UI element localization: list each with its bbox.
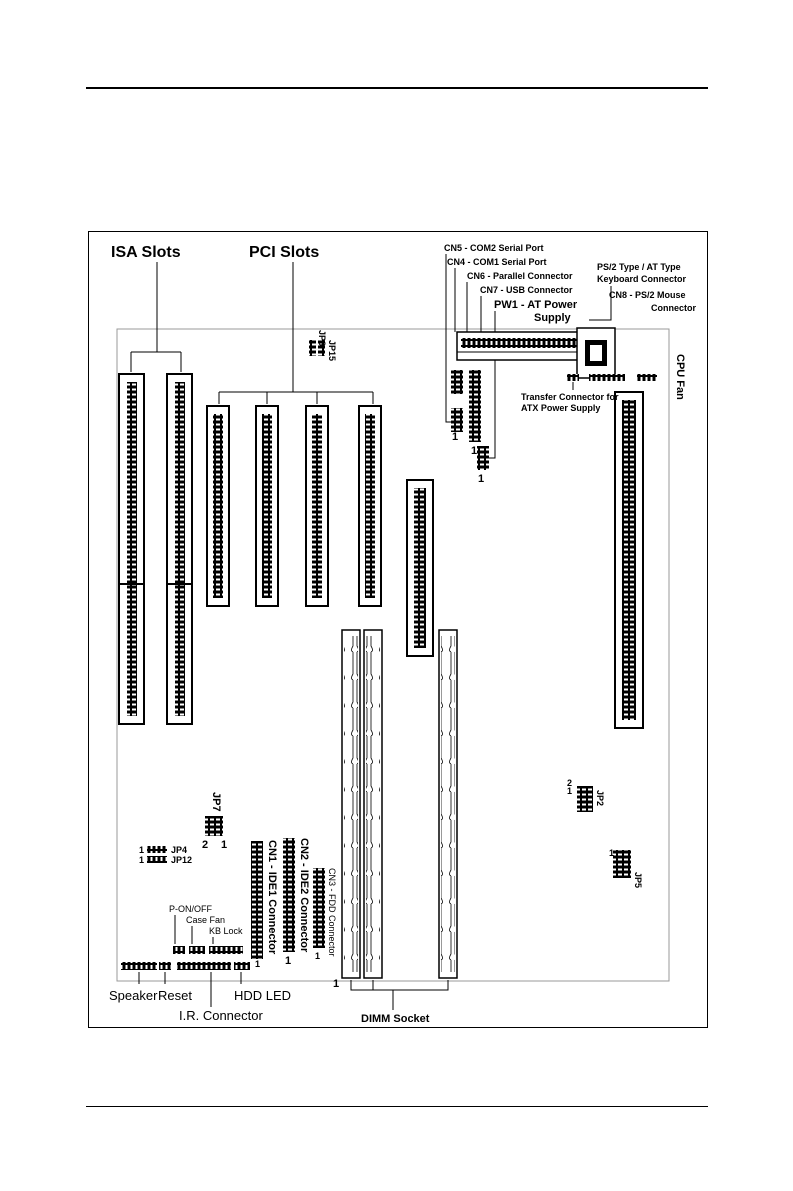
- header-rule: [86, 87, 708, 89]
- dimm-socket: [363, 629, 383, 979]
- transfer-connector: [589, 374, 625, 381]
- kb-lock-header: [209, 946, 243, 954]
- pci-slot: [358, 405, 382, 607]
- jp4-jumper: [147, 846, 167, 853]
- pin-1-label: 1: [285, 955, 291, 967]
- pin-1-label: 1: [478, 473, 484, 485]
- hdd-led-label: HDD LED: [234, 988, 291, 1003]
- cn1-label: CN1 - IDE1 Connector: [266, 840, 278, 955]
- cn6-label: CN6 - Parallel Connector: [467, 271, 573, 281]
- pin-1-label: 1: [471, 445, 477, 457]
- jp2-label: JP2: [595, 790, 605, 806]
- hdd-led-header: [234, 962, 250, 970]
- p-on-off-label: P-ON/OFF: [169, 904, 212, 914]
- dimm-socket: [438, 629, 458, 979]
- transfer-label-line1: Transfer Connector for: [521, 392, 619, 402]
- pin-1-label: 1: [567, 786, 572, 796]
- jp12-label: JP12: [171, 855, 192, 865]
- case-fan-label: Case Fan: [186, 915, 225, 925]
- pin-1-label: 1: [609, 848, 614, 858]
- board-outline: [116, 328, 670, 982]
- jp8-label: JP8: [317, 330, 327, 346]
- jp5-label: JP5: [633, 872, 643, 888]
- agp-slot: [406, 479, 434, 657]
- speaker-label: Speaker: [109, 988, 158, 1003]
- isa-slot: [166, 373, 193, 725]
- pci-slot: [255, 405, 279, 607]
- cn6-header: [469, 370, 481, 442]
- pin-2-label: 2: [567, 778, 572, 788]
- case-fan-header: [189, 946, 205, 954]
- ir-connector-label: I.R. Connector: [179, 1008, 263, 1023]
- ps2-label-line1: PS/2 Type / AT Type: [597, 262, 681, 272]
- cpu-fan-header: [637, 374, 657, 381]
- jp12-jumper: [147, 856, 167, 863]
- jp15-jumper: [309, 340, 316, 356]
- jp5-jumper: [613, 850, 631, 878]
- jp8-jumper: [318, 340, 325, 356]
- kb-lock-label: KB Lock: [209, 926, 243, 936]
- jp4-label: JP4: [171, 845, 187, 855]
- ir-connector-header: [177, 962, 231, 970]
- pin-1-label: 1: [139, 855, 144, 865]
- jp7-jumper: [205, 816, 223, 836]
- dimm-socket-label: DIMM Socket: [361, 1013, 430, 1025]
- cn2-ide2-header: [283, 838, 295, 952]
- cn3-label: CN3 - FDD Connector: [327, 868, 337, 957]
- motherboard-layout-diagram: ISA Slots PCI Slots 1 DIMM Socket CN5 - …: [88, 231, 708, 1028]
- jp2-jumper: [577, 786, 593, 812]
- transfer-label-line2: ATX Power Supply: [521, 403, 600, 413]
- speaker-header: [121, 962, 157, 970]
- cn4-label: CN4 - COM1 Serial Port: [447, 257, 547, 267]
- pin-1-label: 1: [333, 978, 339, 990]
- ps2-label-line2: Keyboard Connector: [597, 274, 687, 284]
- pci-slot: [206, 405, 230, 607]
- cn1-ide1-header: [251, 841, 263, 959]
- cpu-slot: [614, 391, 644, 729]
- pin-1-label: 1: [139, 845, 144, 855]
- pw1-label-line2: Supply: [534, 312, 572, 324]
- cn2-label: CN2 - IDE2 Connector: [298, 838, 310, 953]
- cn5-header: [451, 370, 463, 394]
- isa-slot: [118, 373, 145, 725]
- p-on-off-header: [173, 946, 185, 954]
- pin-1-label: 1: [315, 951, 320, 961]
- dimm-socket: [341, 629, 361, 979]
- cn7-label: CN7 - USB Connector: [480, 285, 573, 295]
- isa-slots-label: ISA Slots: [111, 244, 181, 261]
- pci-slots-label: PCI Slots: [249, 244, 319, 261]
- pw1-power-connector: [456, 331, 582, 361]
- cpu-fan-label: CPU Fan: [674, 354, 686, 400]
- pci-slot: [305, 405, 329, 607]
- cn8-label-line1: CN8 - PS/2 Mouse: [609, 290, 686, 300]
- keyboard-mouse-connector: [576, 327, 616, 379]
- reset-header: [159, 962, 171, 970]
- cn8-label-line2: Connector: [651, 303, 696, 313]
- transfer-connector: [567, 374, 579, 381]
- pin-1-label: 1: [221, 839, 227, 851]
- jp7-label: JP7: [210, 792, 222, 812]
- cn7-header: [477, 446, 489, 470]
- pin-1-label: 1: [255, 959, 260, 969]
- pin-1-label: 1: [452, 431, 458, 443]
- pw1-label-line1: PW1 - AT Power: [494, 299, 578, 311]
- cn5-label: CN5 - COM2 Serial Port: [444, 243, 544, 253]
- cn4-header: [451, 408, 463, 432]
- jp15-label: JP15: [327, 340, 337, 361]
- reset-label: Reset: [158, 988, 192, 1003]
- pin-2-label: 2: [202, 839, 208, 851]
- cn3-fdd-header: [313, 868, 325, 948]
- footer-rule: [86, 1106, 708, 1107]
